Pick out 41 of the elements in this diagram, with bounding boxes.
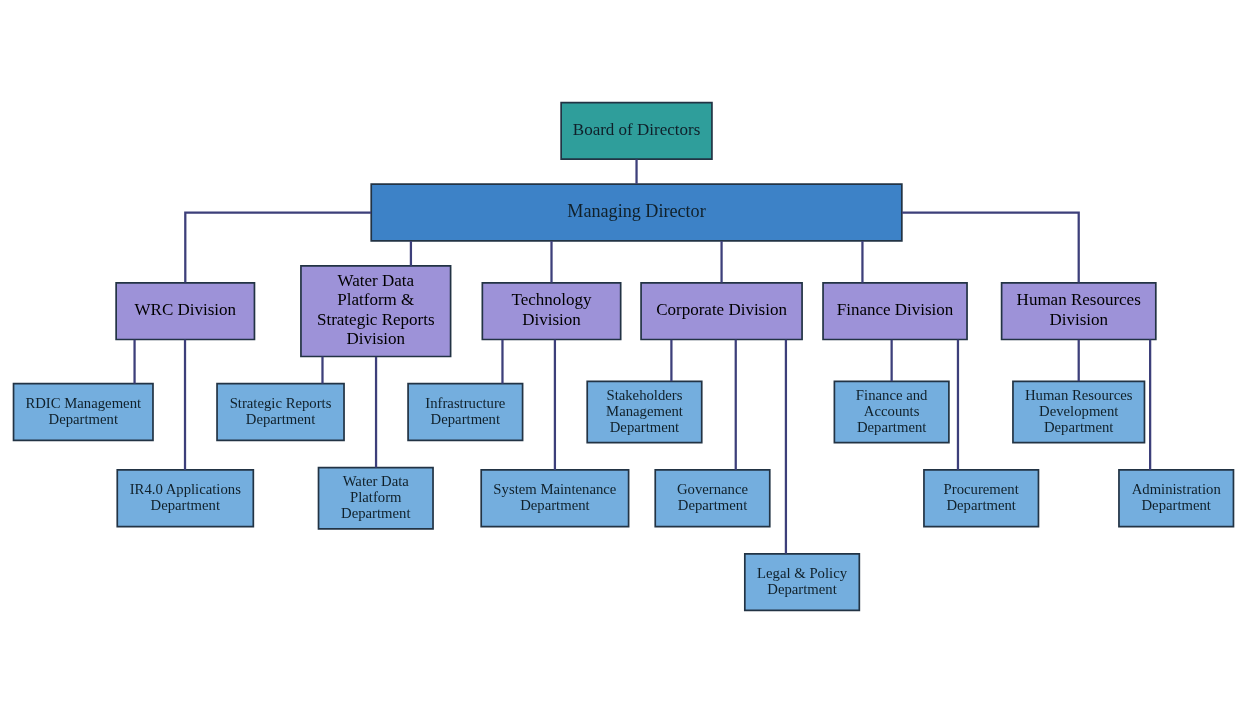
connector [321, 356, 324, 384]
node-box: Water Data Platform Department [317, 466, 434, 530]
connector [1077, 339, 1080, 381]
node-box: Human Resources Division [1000, 281, 1157, 340]
node-box: Legal & Policy Department [743, 552, 861, 611]
node-box: Managing Director [370, 182, 903, 242]
connector [553, 339, 557, 470]
node-box: Stakeholders Management Department [586, 380, 703, 444]
connector [550, 240, 553, 283]
connector [784, 339, 788, 554]
node-box: Human Resources Development Department [1012, 380, 1146, 444]
connector [133, 339, 136, 384]
connector [720, 240, 723, 283]
connector [670, 339, 673, 381]
node-box: Procurement Department [923, 468, 1040, 527]
connector [184, 210, 372, 283]
node-box: IR4.0 Applications Department [116, 468, 255, 527]
node-box: Finance and Accounts Department [833, 380, 950, 444]
connector [890, 339, 893, 381]
connector [183, 339, 187, 470]
connector [1149, 339, 1152, 470]
connector [902, 210, 1080, 283]
connector [956, 339, 960, 470]
node-box: Finance Division [822, 281, 968, 340]
node-box: Governance Department [654, 468, 771, 527]
connector [861, 240, 864, 283]
connector [501, 339, 504, 384]
node-box: WRC Division [115, 281, 256, 340]
node-box: Strategic Reports Department [216, 382, 345, 441]
node-box: Infrastructure Department [407, 382, 524, 441]
node-box: Technology Division [481, 281, 622, 340]
connector [409, 240, 413, 266]
connector [635, 158, 638, 184]
node-box: Board of Directors [560, 101, 713, 160]
node-box: Corporate Division [640, 281, 803, 340]
node-box: System Maintenance Department [480, 468, 630, 527]
connector [734, 339, 737, 470]
node-box: RDIC Management Department [12, 382, 154, 441]
connector [374, 356, 378, 468]
node-box: Water Data Platform & Strategic Reports Division [300, 264, 452, 357]
node-box: Administration Department [1118, 468, 1235, 527]
